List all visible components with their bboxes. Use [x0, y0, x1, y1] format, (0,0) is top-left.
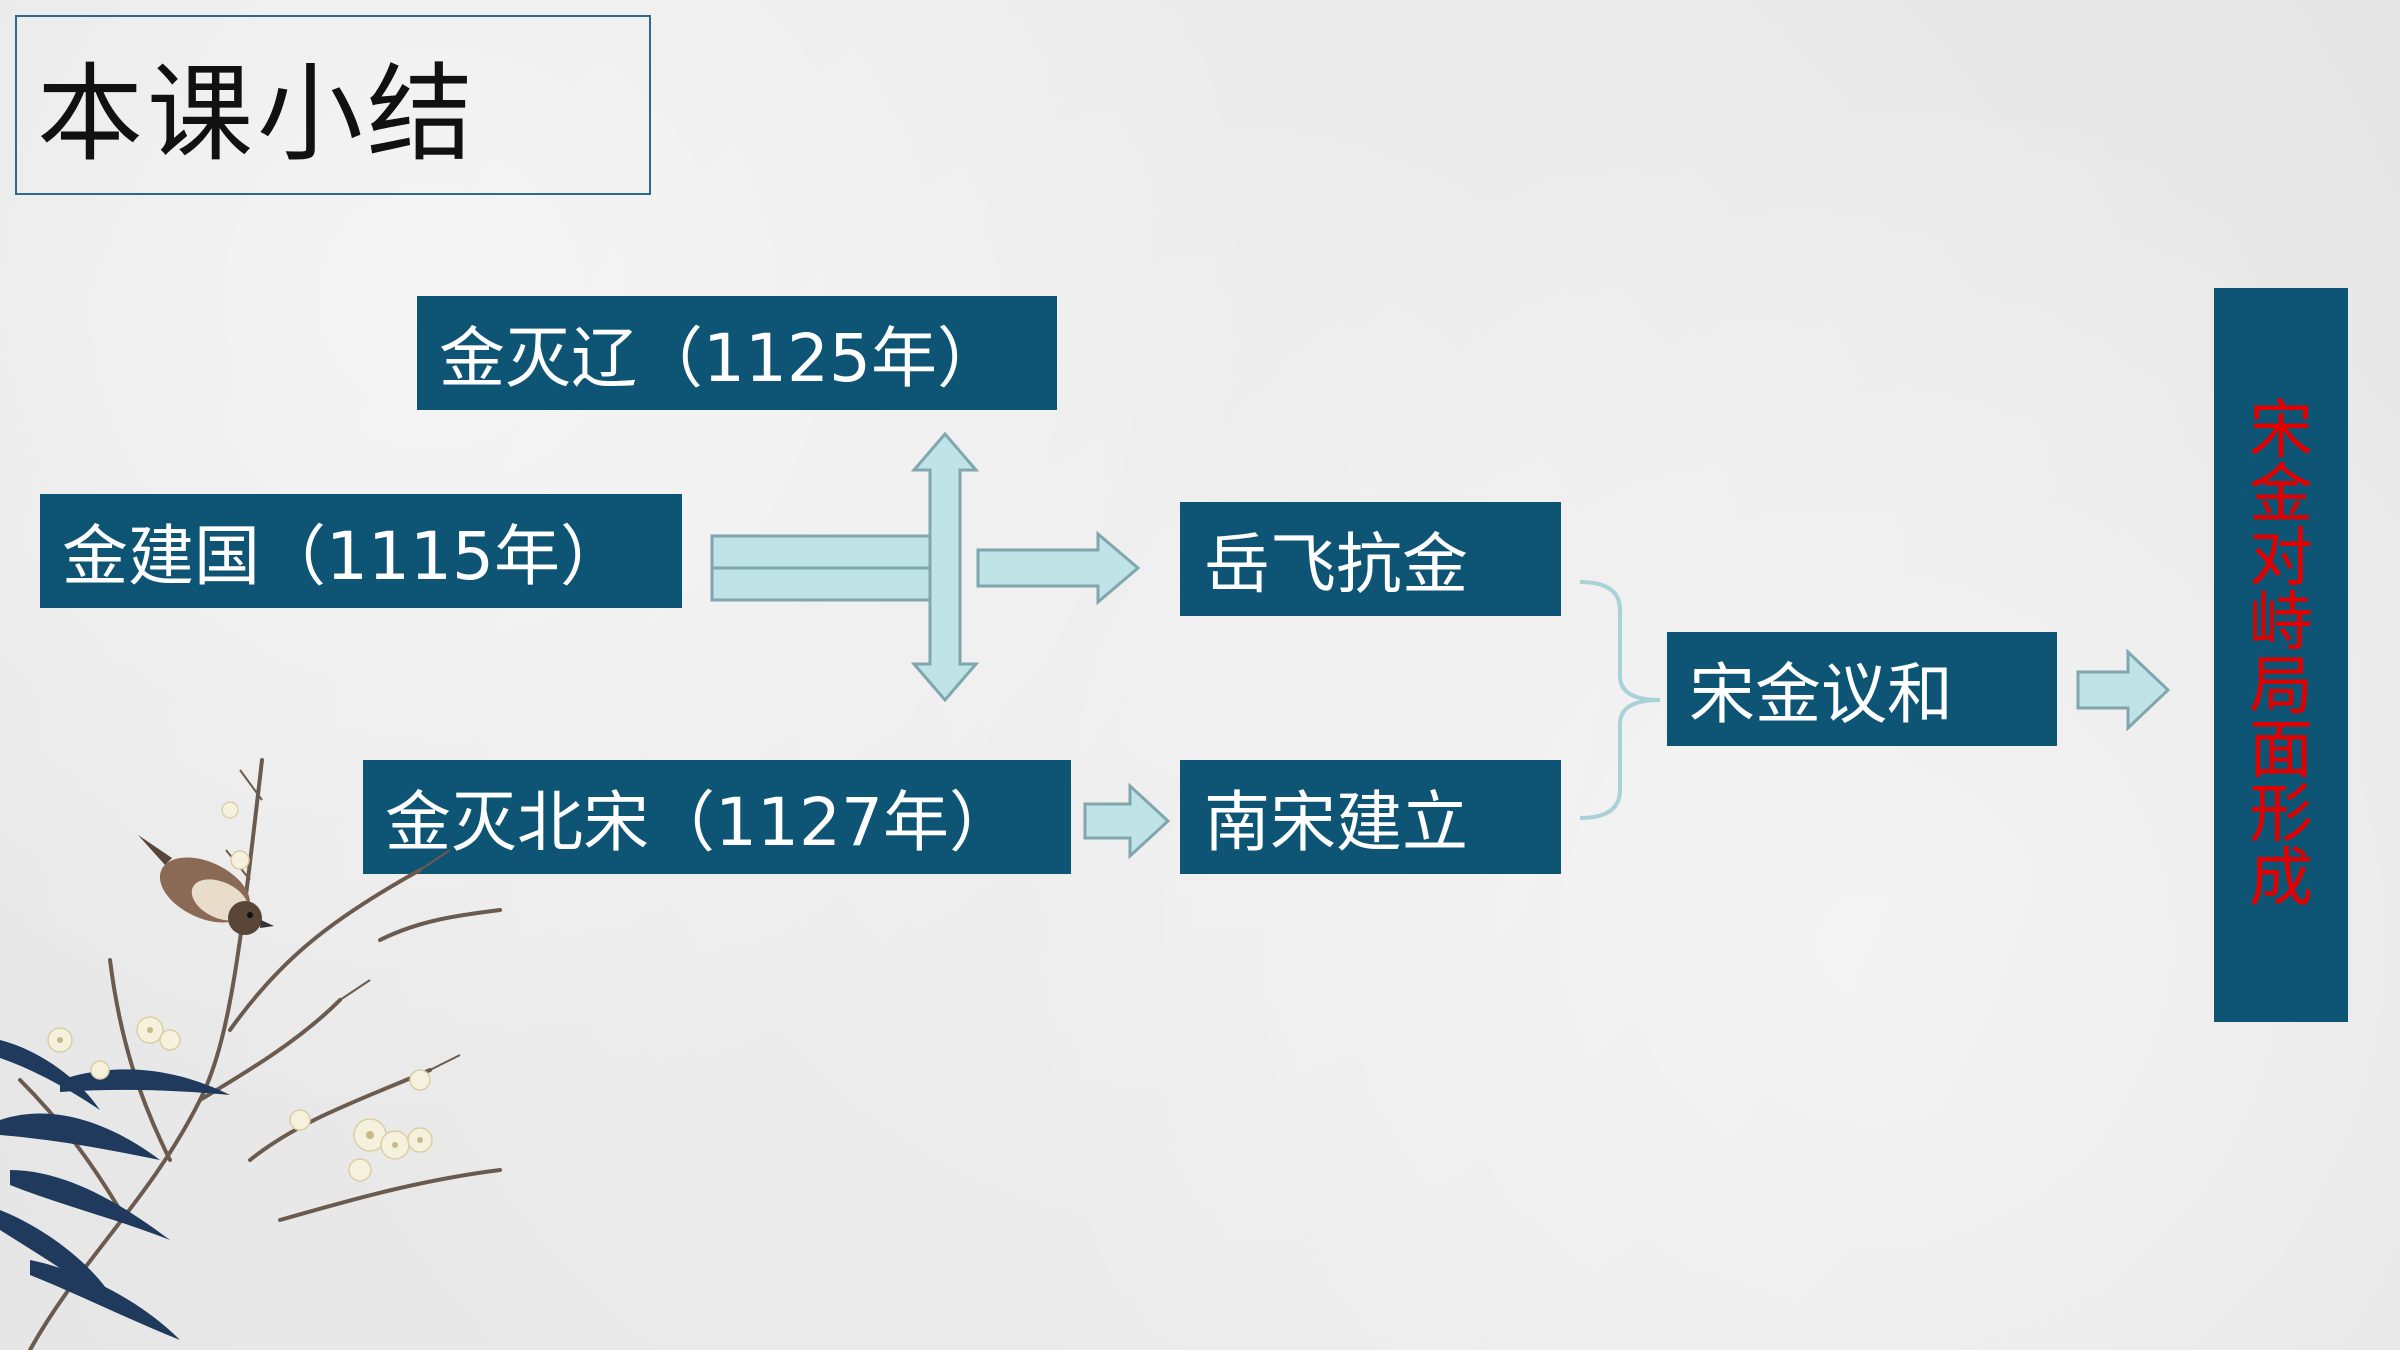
outcome-char: 对 — [2249, 522, 2313, 596]
outcome-char: 成 — [2249, 842, 2313, 916]
arrow-to-outcome-icon — [2076, 648, 2171, 732]
outcome-char: 面 — [2249, 714, 2313, 788]
node-yue-fei: 岳飞抗金 — [1180, 502, 1561, 616]
arrow-to-yue-fei-icon — [976, 530, 1141, 606]
outcome-char: 局 — [2249, 650, 2313, 724]
outcome-char: 峙 — [2249, 586, 2313, 660]
node-jin-destroys-liao: 金灭辽（1125年） — [417, 296, 1057, 410]
arrow-up-down-icon — [917, 434, 944, 436]
outcome-char: 宋 — [2249, 394, 2313, 468]
node-jin-destroys-northern-song: 金灭北宋（1127年） — [363, 760, 1071, 874]
node-outcome: 宋 金 对 峙 局 面 形 成 — [2214, 288, 2348, 1022]
curly-brace-icon — [1579, 580, 1661, 820]
bird-icon — [138, 835, 274, 935]
page-title: 本课小结 — [15, 15, 651, 195]
node-jin-founding: 金建国（1115年） — [40, 494, 682, 608]
arrow-to-southern-song-icon — [1083, 782, 1171, 860]
arrow-vertical-icon — [910, 431, 980, 703]
node-southern-song: 南宋建立 — [1180, 760, 1561, 874]
outcome-char: 形 — [2249, 778, 2313, 852]
plum-blossom-bird-painting — [0, 758, 502, 1350]
node-peace: 宋金议和 — [1667, 632, 2057, 746]
arrow-main-band — [710, 534, 950, 602]
outcome-char: 金 — [2249, 458, 2313, 532]
